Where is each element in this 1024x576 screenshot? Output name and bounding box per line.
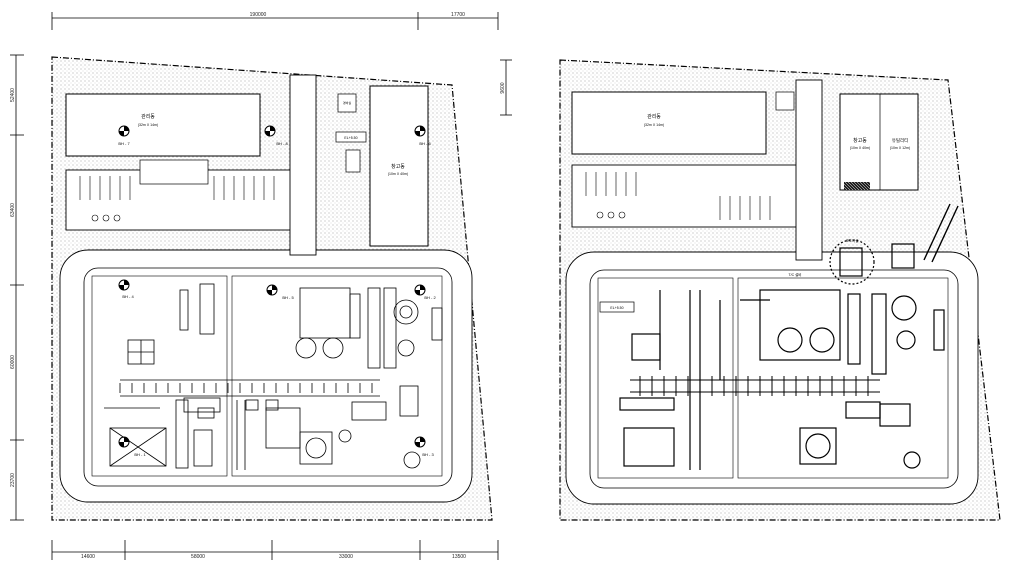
left-small-building-2 <box>335 131 367 143</box>
left-boreholes: BH - 7 BH - 8 BH - 6 BH - 4 BH - 5 BH - … <box>118 125 436 457</box>
left-warehouse-name: 창고동 <box>391 163 405 170</box>
left-small-building-1-label: 경비실 <box>343 100 352 105</box>
right-utility-name: 유틸리티 <box>892 137 909 144</box>
right-tree-symbols <box>596 211 626 219</box>
borehole-symbol <box>414 436 426 448</box>
left-warehouse-size: (10m X 40m) <box>388 172 408 176</box>
right-pipe-rack <box>630 376 880 396</box>
borehole-label: BH - 8 <box>276 141 288 146</box>
right-office-building <box>571 91 767 155</box>
left-road-vertical <box>289 74 317 256</box>
right-warehouse-building <box>839 93 919 191</box>
borehole-symbol <box>266 284 278 296</box>
right-utility-size: (10m X 12m) <box>890 146 910 150</box>
left-office-building <box>65 93 261 157</box>
borehole-symbol <box>118 436 130 448</box>
left-el-label: EL+5.50 <box>344 136 357 140</box>
right-warehouse-hatch <box>844 182 870 190</box>
left-small-building-3 <box>345 149 361 173</box>
right-process-equipment <box>619 239 945 470</box>
right-small-building-1 <box>775 91 795 111</box>
dim-bottom-3: 33000 <box>339 554 353 560</box>
borehole-symbol <box>264 125 276 137</box>
right-el-label: EL+5.50 <box>610 306 623 310</box>
dim-top-right: 17700 <box>451 12 465 18</box>
borehole-label: BH - 4 <box>122 294 134 299</box>
left-plan: 190000 17700 52400 63400 60000 23700 146… <box>10 12 512 560</box>
right-warehouse-name: 창고동 <box>853 137 867 144</box>
dim-bottom-1: 14600 <box>81 554 95 560</box>
dim-left-upper: 63400 <box>10 203 16 217</box>
dim-top-main: 190000 <box>250 12 267 18</box>
right-area-label: T/C 설비 <box>788 272 801 277</box>
borehole-symbol <box>118 125 130 137</box>
borehole-symbol <box>414 125 426 137</box>
dim-right-upper: 9600 <box>500 82 506 93</box>
right-parking-area <box>571 164 813 228</box>
left-process-equipment <box>109 283 443 469</box>
borehole-label: BH - 1 <box>134 452 146 457</box>
borehole-label: BH - 2 <box>424 295 436 300</box>
right-office-name: 관리동 <box>647 113 661 120</box>
right-warehouse-size: (10m X 40m) <box>850 146 870 150</box>
left-parking-area <box>65 169 307 231</box>
borehole-label: BH - 3 <box>422 452 434 457</box>
left-zone-west <box>91 275 228 477</box>
right-equipment-label: 조도시설 <box>846 238 859 243</box>
right-ramp <box>923 203 959 263</box>
left-small-building-1 <box>337 93 357 113</box>
right-road-vertical <box>795 79 823 261</box>
right-el-box <box>599 301 635 313</box>
right-plan: 관리동 (32m X 14m) 창고동 (10m X 40m) 유틸리티 (10… <box>559 59 1001 521</box>
borehole-symbol <box>118 279 130 291</box>
dim-left-lower: 60000 <box>10 355 16 369</box>
dim-left-bottom: 23700 <box>10 473 16 487</box>
left-office-name: 관리동 <box>141 113 155 120</box>
left-zone-east <box>231 275 443 477</box>
dim-left-top: 52400 <box>10 88 16 102</box>
left-pipe-rack <box>104 379 380 470</box>
borehole-label: BH - 5 <box>282 295 294 300</box>
left-tree-symbols <box>91 214 121 222</box>
right-zone-east <box>737 277 949 479</box>
left-dimensions <box>10 12 512 560</box>
dim-bottom-4: 13500 <box>452 554 466 560</box>
left-office-size: (32m X 14m) <box>138 123 158 127</box>
borehole-symbol <box>414 284 426 296</box>
borehole-label: BH - 7 <box>118 141 130 146</box>
left-parking-stalls <box>79 176 275 200</box>
right-parking-stalls <box>585 172 771 220</box>
dim-bottom-2: 58000 <box>191 554 205 560</box>
right-office-size: (32m X 14m) <box>644 123 664 127</box>
left-warehouse-building <box>369 85 429 247</box>
left-entrance-canopy <box>139 159 209 185</box>
borehole-label: BH - 6 <box>419 141 431 146</box>
